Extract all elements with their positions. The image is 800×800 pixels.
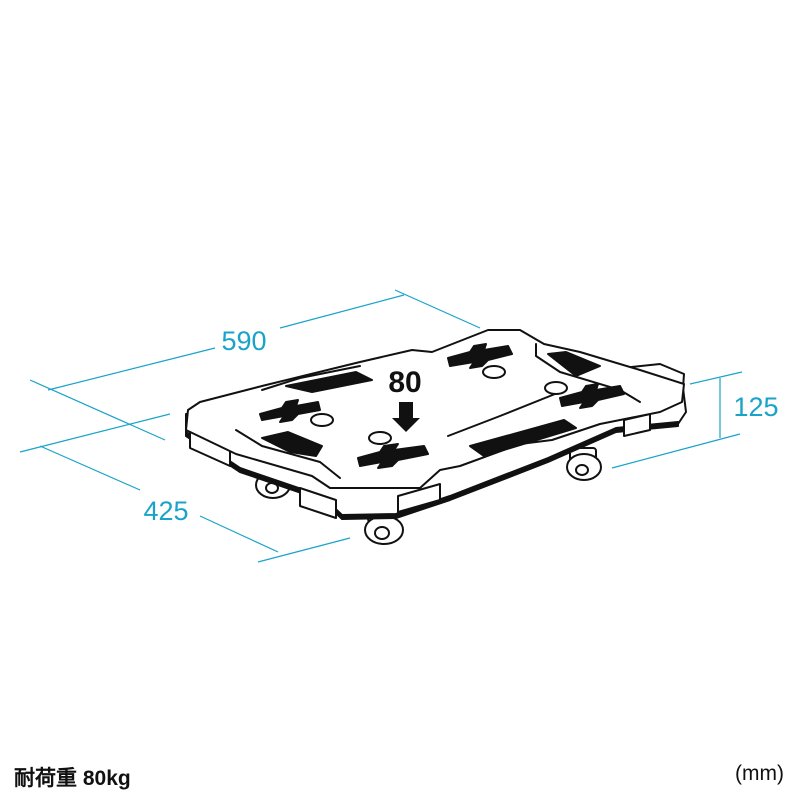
side-notch-front — [397, 483, 441, 513]
width-dimension-label: 590 — [221, 326, 266, 356]
height-extension-top — [689, 371, 743, 385]
unit-caption: (mm) — [735, 762, 784, 785]
width-dimension-line-b — [279, 294, 405, 329]
cross-grip-right — [559, 383, 625, 409]
depth-extension-rear — [257, 537, 351, 563]
width-extension-left — [29, 379, 166, 441]
grip-slot-left-front — [261, 431, 323, 457]
cross-grip-front — [357, 443, 429, 469]
grip-slot-right-back — [547, 351, 601, 377]
load-arrow-icon — [392, 402, 420, 432]
dimension-lines — [19, 289, 743, 563]
grip-slot-front-long — [469, 419, 577, 457]
cross-grip-left — [259, 399, 321, 423]
height-extension-bottom — [611, 433, 741, 469]
top-surface-seam-center — [261, 365, 361, 391]
hole-front — [368, 431, 392, 445]
hole-back — [482, 365, 506, 379]
top-surface-seam-left — [235, 429, 341, 479]
top-surface-seam-front — [447, 391, 561, 437]
depth-extension-front — [19, 413, 171, 453]
width-dimension-line-a — [47, 347, 216, 391]
width-extension-right — [394, 289, 481, 329]
load-marker-label: 80 — [388, 366, 421, 399]
load-capacity-caption: 耐荷重 80kg — [14, 767, 131, 790]
hole-left — [310, 413, 334, 427]
dolly-illustration — [185, 329, 687, 545]
hole-right — [544, 381, 568, 395]
side-notch-center — [299, 487, 337, 519]
depth-dimension-line-a — [39, 445, 141, 491]
grip-slot-center-back — [285, 371, 373, 393]
height-dimension-label: 125 — [733, 392, 778, 422]
depth-dimension-line-b — [199, 515, 279, 553]
top-surface-seam-right — [535, 343, 641, 403]
depth-dimension-label: 425 — [143, 496, 188, 526]
cross-grip-back — [447, 343, 513, 369]
caster-rear-right — [566, 447, 602, 481]
